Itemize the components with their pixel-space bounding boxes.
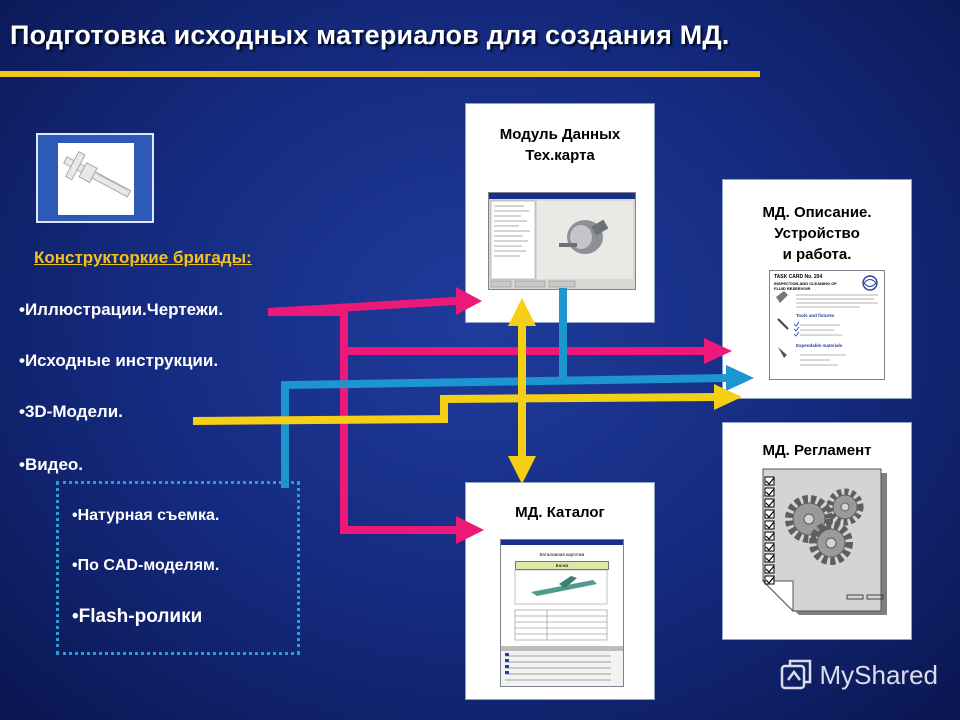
card-catalog-title: МД. Каталог bbox=[515, 504, 605, 521]
gear-icon bbox=[785, 488, 864, 565]
arrow-blue bbox=[281, 288, 729, 488]
catalog-doc-heading: Каталожная карточка bbox=[539, 552, 585, 557]
card-data-module: Модуль Данных Тех.карта bbox=[465, 103, 655, 323]
card-description-title-1: МД. Описание. bbox=[762, 204, 872, 221]
catalog-lines bbox=[501, 569, 623, 686]
card-description: МД. Описание. Устройство и работа. TASK … bbox=[722, 179, 912, 399]
arrow-blue-heads bbox=[726, 365, 754, 391]
task-card-preview: TASK CARD No. 204 INSPECTION AND CLEANIN… bbox=[769, 270, 885, 380]
checkbox-icon bbox=[764, 476, 775, 585]
video-source-flash: •Flash-ролики bbox=[72, 606, 203, 627]
task-card-lines bbox=[776, 275, 878, 366]
teams-heading: Конструкторкие бригады: bbox=[34, 248, 252, 267]
schedule-document-icon bbox=[761, 468, 887, 615]
screenshot-icon bbox=[489, 193, 635, 288]
task-card-materials: Expendable materials bbox=[796, 343, 843, 348]
video-source-live: •Натурная съемка. bbox=[72, 507, 220, 524]
card-description-title-2: Устройство bbox=[774, 225, 860, 242]
arrow-yellow bbox=[192, 324, 717, 458]
task-card-tools: Tools and fixtures bbox=[796, 313, 835, 318]
task-card-subheader: INSPECTION AND CLEANING OF FLUID RESERVO… bbox=[774, 281, 837, 291]
slide-title: Подготовка исходных материалов для созда… bbox=[10, 20, 730, 50]
catalog-screenshot: Каталожная карточка Балка bbox=[500, 539, 624, 687]
card-catalog: МД. Каталог Каталожная карточка Балка bbox=[465, 482, 655, 700]
watermark: MyShared bbox=[780, 658, 939, 692]
card-schedule: МД. Регламент bbox=[722, 422, 912, 640]
video-sources-box bbox=[56, 481, 300, 655]
card-data-module-title-1: Модуль Данных bbox=[499, 126, 621, 143]
card-data-module-title-2: Тех.карта bbox=[525, 147, 595, 164]
caliper-picture bbox=[36, 133, 154, 223]
card-description-title-3: и работа. bbox=[782, 246, 852, 263]
source-3d-models: •3D-Модели. bbox=[19, 402, 123, 421]
title-underline bbox=[0, 71, 760, 77]
source-video: •Видео. bbox=[19, 455, 84, 474]
arrow-magenta-heads bbox=[456, 287, 732, 544]
caliper-icon bbox=[63, 151, 132, 198]
task-card-header: TASK CARD No. 204 bbox=[774, 274, 823, 280]
watermark-text: MyShared bbox=[819, 659, 939, 690]
myshared-logo-icon bbox=[780, 659, 811, 690]
arrow-magenta bbox=[267, 297, 706, 534]
card-schedule-title: МД. Регламент bbox=[762, 442, 872, 459]
source-instructions: •Исходные инструкции. bbox=[19, 351, 219, 370]
source-illustrations: •Иллюстрации.Чертежи. bbox=[19, 300, 224, 319]
arrow-yellow-heads bbox=[508, 298, 742, 484]
video-source-cad: •По CAD-моделям. bbox=[72, 557, 220, 574]
catalog-doc-part: Балка bbox=[515, 561, 609, 570]
